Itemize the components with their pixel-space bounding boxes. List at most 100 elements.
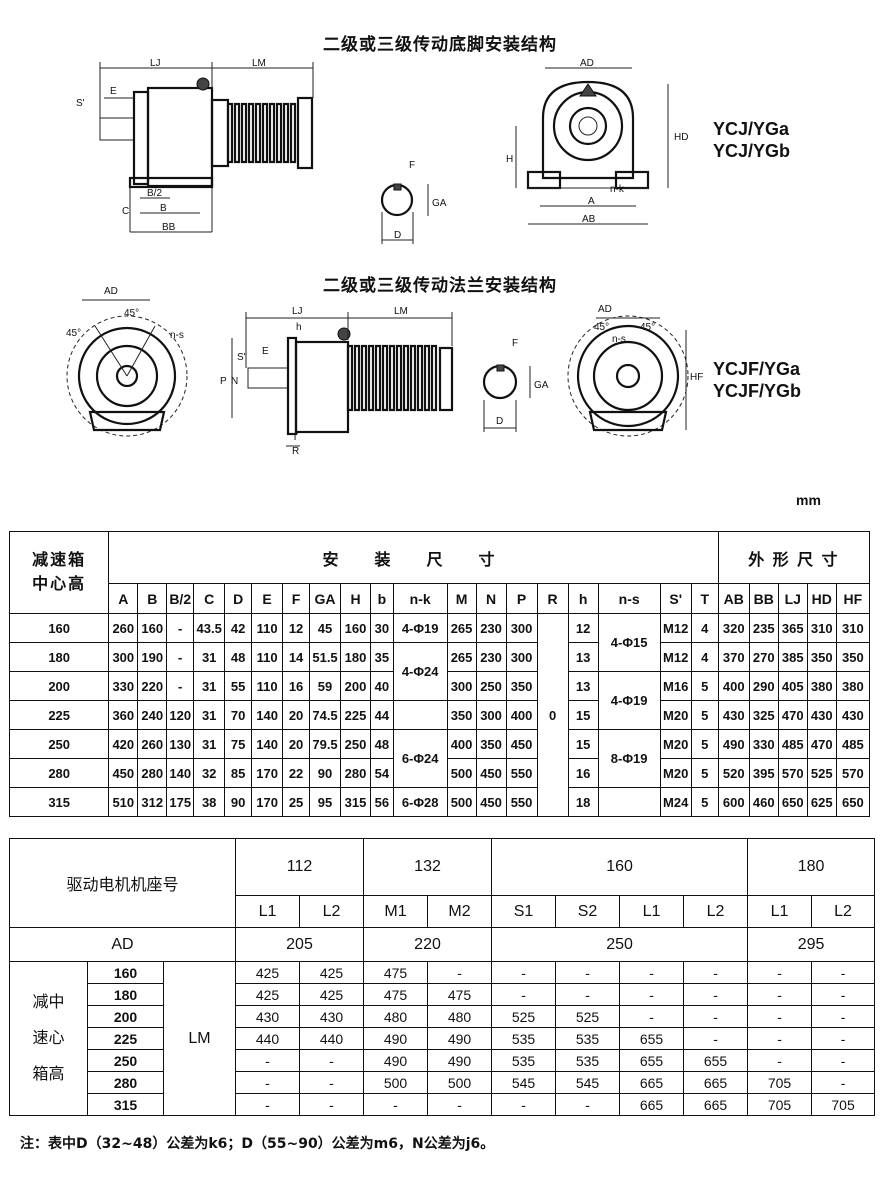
cell: 535 bbox=[491, 1049, 557, 1072]
cell: - bbox=[166, 642, 195, 672]
table2-label: 驱动电机机座号 bbox=[9, 838, 236, 928]
col-header: N bbox=[475, 583, 507, 614]
center-height: 180 bbox=[8, 642, 110, 672]
cell: - bbox=[747, 1005, 813, 1028]
cell: - bbox=[811, 1027, 876, 1050]
cell: 490 bbox=[427, 1049, 493, 1072]
center-height: 160 bbox=[8, 613, 110, 643]
cooling-fin bbox=[254, 102, 262, 164]
side-label: 减中 速心 箱高 bbox=[9, 961, 88, 1116]
cell: 470 bbox=[777, 700, 808, 730]
cell: 140 bbox=[251, 729, 284, 759]
cell: 250 bbox=[340, 729, 372, 759]
r-cell: 0 bbox=[536, 613, 569, 817]
ns-cell: 4-Φ15 bbox=[597, 613, 661, 672]
cell: - bbox=[555, 961, 621, 984]
dim-lm-flange: LM bbox=[394, 306, 408, 317]
dim-bb: BB bbox=[162, 222, 176, 233]
cell: 490 bbox=[363, 1049, 429, 1072]
cell: 310 bbox=[806, 613, 837, 643]
cell: 140 bbox=[166, 758, 195, 788]
center-height: 315 bbox=[8, 787, 110, 817]
cell: 705 bbox=[811, 1093, 876, 1116]
cell: 330 bbox=[748, 729, 779, 759]
cell: 225 bbox=[340, 700, 372, 730]
cell: 45 bbox=[308, 613, 342, 643]
cooling-fin bbox=[395, 344, 403, 412]
cooling-fin bbox=[261, 102, 269, 164]
cell: 32 bbox=[193, 758, 226, 788]
cell: 500 bbox=[446, 787, 477, 817]
cell: 570 bbox=[835, 758, 871, 788]
cell: 350 bbox=[446, 700, 477, 730]
cell: 270 bbox=[748, 642, 779, 672]
nk-cell: 6-Φ28 bbox=[392, 787, 448, 817]
cell: 310 bbox=[835, 613, 871, 643]
cooling-fin bbox=[282, 102, 290, 164]
sub-frame: S1 bbox=[491, 895, 557, 928]
cooling-fin bbox=[226, 102, 234, 164]
cell: 175 bbox=[166, 787, 195, 817]
dim-s-flange: S' bbox=[237, 352, 246, 363]
cell: 520 bbox=[717, 758, 750, 788]
ad-180: 295 bbox=[747, 927, 876, 962]
cell: 450 bbox=[108, 758, 139, 788]
center-height: 250 bbox=[8, 729, 110, 759]
cell: 5 bbox=[690, 729, 719, 759]
center-height: 225 bbox=[87, 1027, 164, 1050]
nk-cell-empty bbox=[392, 700, 448, 730]
cell: 650 bbox=[777, 787, 808, 817]
cooling-fin bbox=[289, 102, 297, 164]
col-header: A bbox=[108, 583, 139, 614]
cell: 180 bbox=[340, 642, 372, 672]
cell: - bbox=[811, 1049, 876, 1072]
cell: 655 bbox=[619, 1027, 685, 1050]
col-header: H bbox=[340, 583, 372, 614]
cell: 665 bbox=[683, 1093, 749, 1116]
dim-nk: n-k bbox=[610, 184, 625, 195]
flange-end-view-right: AD 45° 45° n-s HF bbox=[567, 304, 703, 437]
cell: 400 bbox=[717, 671, 750, 701]
cell: 20 bbox=[282, 700, 310, 730]
cell: - bbox=[619, 961, 685, 984]
col-header: h bbox=[567, 583, 599, 614]
cell: 450 bbox=[475, 758, 507, 788]
cell: - bbox=[811, 1005, 876, 1028]
sub-frame: L2 bbox=[683, 895, 749, 928]
cell: - bbox=[298, 1071, 365, 1094]
cell: - bbox=[683, 1005, 749, 1028]
cell: 450 bbox=[475, 787, 507, 817]
model-ycjf-ygb: YCJF/YGb bbox=[713, 381, 802, 401]
cell: 130 bbox=[166, 729, 195, 759]
dim-ns-right: n-s bbox=[612, 334, 626, 345]
cell: 230 bbox=[475, 642, 507, 672]
dim-45-left: 45° bbox=[66, 328, 81, 339]
dim-ga-flange: GA bbox=[534, 380, 549, 391]
cell: 665 bbox=[619, 1071, 685, 1094]
cell: - bbox=[427, 961, 493, 984]
col-header: HD bbox=[806, 583, 837, 614]
cell: 655 bbox=[683, 1049, 749, 1072]
dim-f: F bbox=[409, 160, 415, 171]
cell: 16 bbox=[282, 671, 310, 701]
cell: 550 bbox=[505, 758, 538, 788]
cell: 425 bbox=[235, 983, 300, 1006]
col-header: GA bbox=[308, 583, 342, 614]
cell: 570 bbox=[777, 758, 808, 788]
cell: 260 bbox=[137, 729, 168, 759]
cell: 312 bbox=[137, 787, 168, 817]
dim-b: B bbox=[160, 203, 167, 214]
dim-b2: B/2 bbox=[147, 188, 162, 199]
cell: 365 bbox=[777, 613, 808, 643]
cell: 31 bbox=[193, 671, 226, 701]
cell: 535 bbox=[555, 1027, 621, 1050]
col-header: E bbox=[251, 583, 284, 614]
sub-frame: L1 bbox=[619, 895, 685, 928]
cell: M12 bbox=[659, 613, 692, 643]
